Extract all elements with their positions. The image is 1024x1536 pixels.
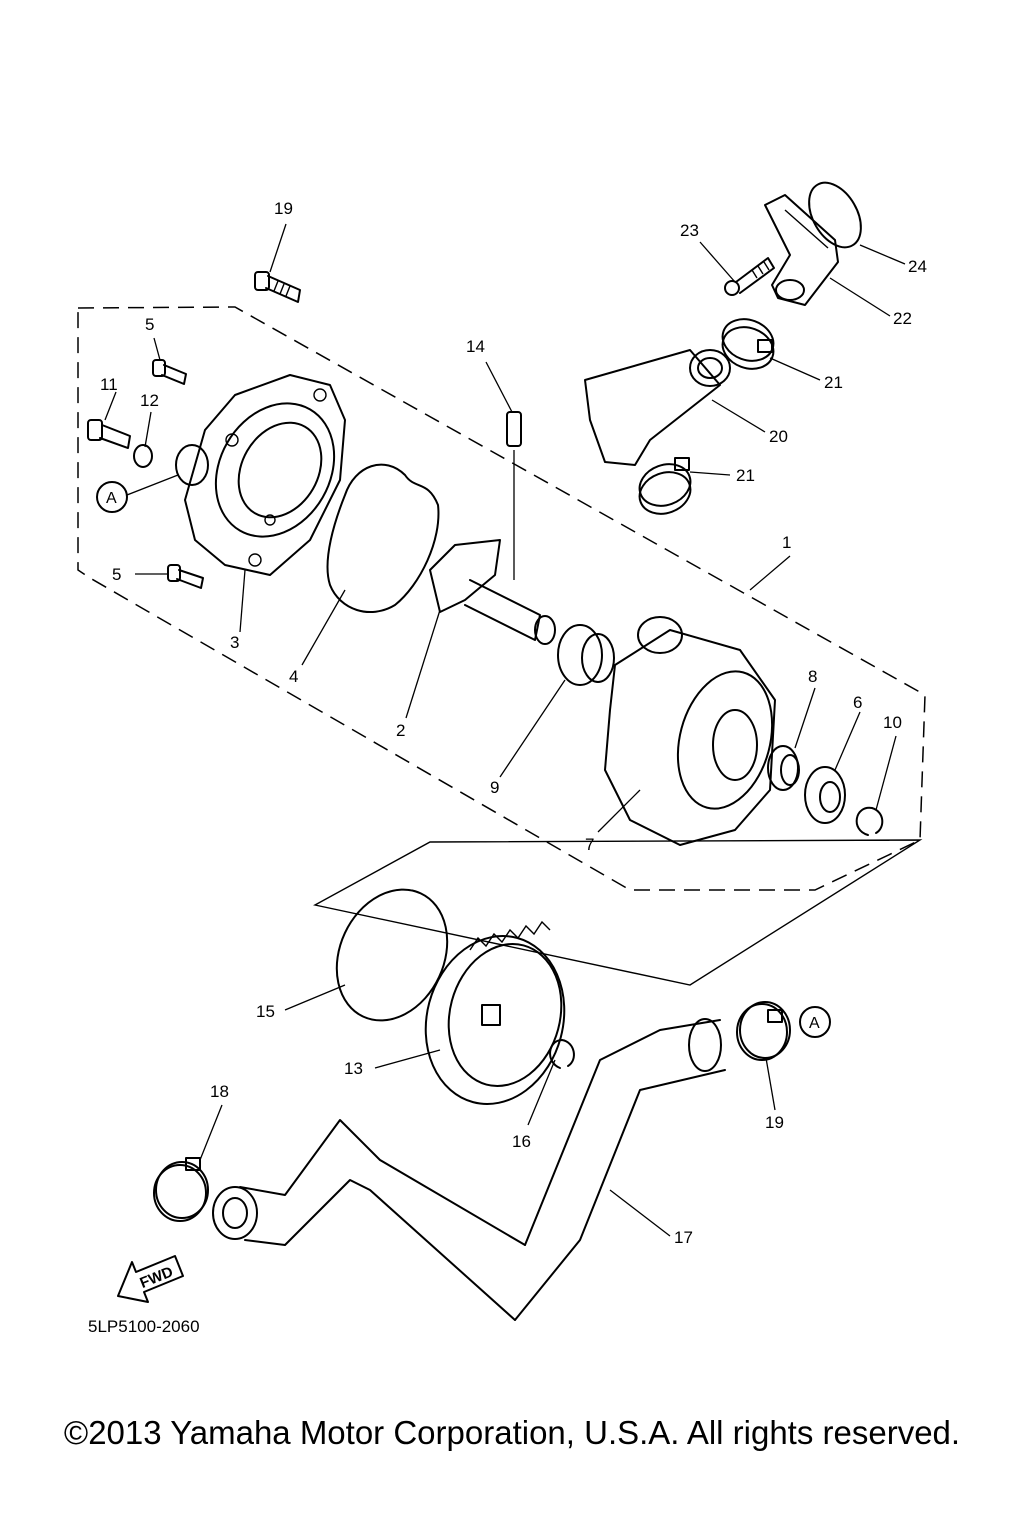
- callout-13: 13: [344, 1059, 363, 1078]
- part-16-circlip: [549, 1039, 575, 1069]
- callout-24: 24: [908, 257, 927, 276]
- callout-5-lower: 5: [112, 565, 121, 584]
- part-21-clamp-upper: [721, 318, 775, 370]
- part-20-hose: [584, 349, 731, 466]
- part-11-bolt: [87, 419, 131, 449]
- part-2-impeller-shaft: [429, 539, 556, 645]
- part-7-pump-housing: [604, 616, 776, 846]
- ref-marker-a-right-label: A: [809, 1015, 820, 1032]
- callout-11: 11: [100, 375, 118, 394]
- fwd-direction-arrow: FWD: [117, 1255, 184, 1303]
- callout-20: 20: [769, 427, 788, 446]
- callout-19-left: 18: [210, 1082, 229, 1101]
- callout-18: 17: [674, 1228, 693, 1247]
- part-23-bolt: [724, 257, 775, 296]
- callout-15: 15: [256, 1002, 275, 1021]
- callout-21-lower: 21: [736, 466, 755, 485]
- part-19-clamp-right: [736, 1001, 791, 1061]
- part-12-washer: [133, 444, 153, 468]
- callout-17: 19: [274, 199, 293, 218]
- callout-numbers: 19 5 11 12 5 3 4 2 14 9 7 1 8 6 10 23 24…: [100, 199, 927, 1247]
- ref-a-ring: [175, 444, 209, 486]
- part-21-clamp-lower: [638, 457, 692, 515]
- part-24-o-ring: [808, 181, 862, 249]
- part-6-bearing: [804, 766, 846, 824]
- leader-lines: [104, 223, 906, 1237]
- part-9-seal: [557, 624, 615, 686]
- callout-16: 16: [512, 1132, 531, 1151]
- callout-1: 1: [782, 533, 791, 552]
- assembly-boundary-dashed: [77, 306, 926, 891]
- part-14-pin: [506, 411, 522, 447]
- part-5-bolt-upper: [152, 359, 187, 385]
- callout-12: 12: [140, 391, 159, 410]
- ref-marker-a-left-label: A: [106, 490, 117, 507]
- part-19-clamp-left: [153, 1157, 209, 1222]
- callout-21-upper: 21: [824, 373, 843, 392]
- callout-5-upper: 5: [145, 315, 154, 334]
- part-18-hose: [212, 1018, 726, 1321]
- callout-22: 22: [893, 309, 912, 328]
- callout-19-right: 19: [765, 1113, 784, 1132]
- callout-2: 2: [396, 721, 405, 740]
- callout-14: 14: [466, 337, 485, 356]
- drawing-code: 5LP5100-2060: [88, 1317, 200, 1336]
- part-8-seal: [767, 745, 800, 791]
- callout-6: 6: [853, 693, 862, 712]
- ref-marker-a-right: A: [799, 1006, 831, 1038]
- ref-marker-a-left: A: [96, 481, 128, 513]
- part-3-pump-cover: [184, 374, 346, 576]
- lower-group-boundary: [313, 839, 923, 986]
- part-15-o-ring: [335, 888, 449, 1022]
- part-13-gear: [424, 920, 566, 1105]
- callout-10: 10: [883, 713, 902, 732]
- callout-7: 7: [585, 835, 594, 854]
- callout-4: 4: [289, 667, 298, 686]
- callout-23: 23: [680, 221, 699, 240]
- part-10-circlip: [855, 806, 884, 836]
- copyright-notice: ©2013 Yamaha Motor Corporation, U.S.A. A…: [63, 1414, 961, 1451]
- part-5-bolt-lower: [167, 564, 204, 589]
- callout-3: 3: [230, 633, 239, 652]
- part-4-gasket: [326, 463, 440, 614]
- part-17-bolt: [254, 271, 301, 303]
- callout-9: 9: [490, 778, 499, 797]
- part-22-outlet-fitting: [764, 194, 839, 306]
- callout-8: 8: [808, 667, 817, 686]
